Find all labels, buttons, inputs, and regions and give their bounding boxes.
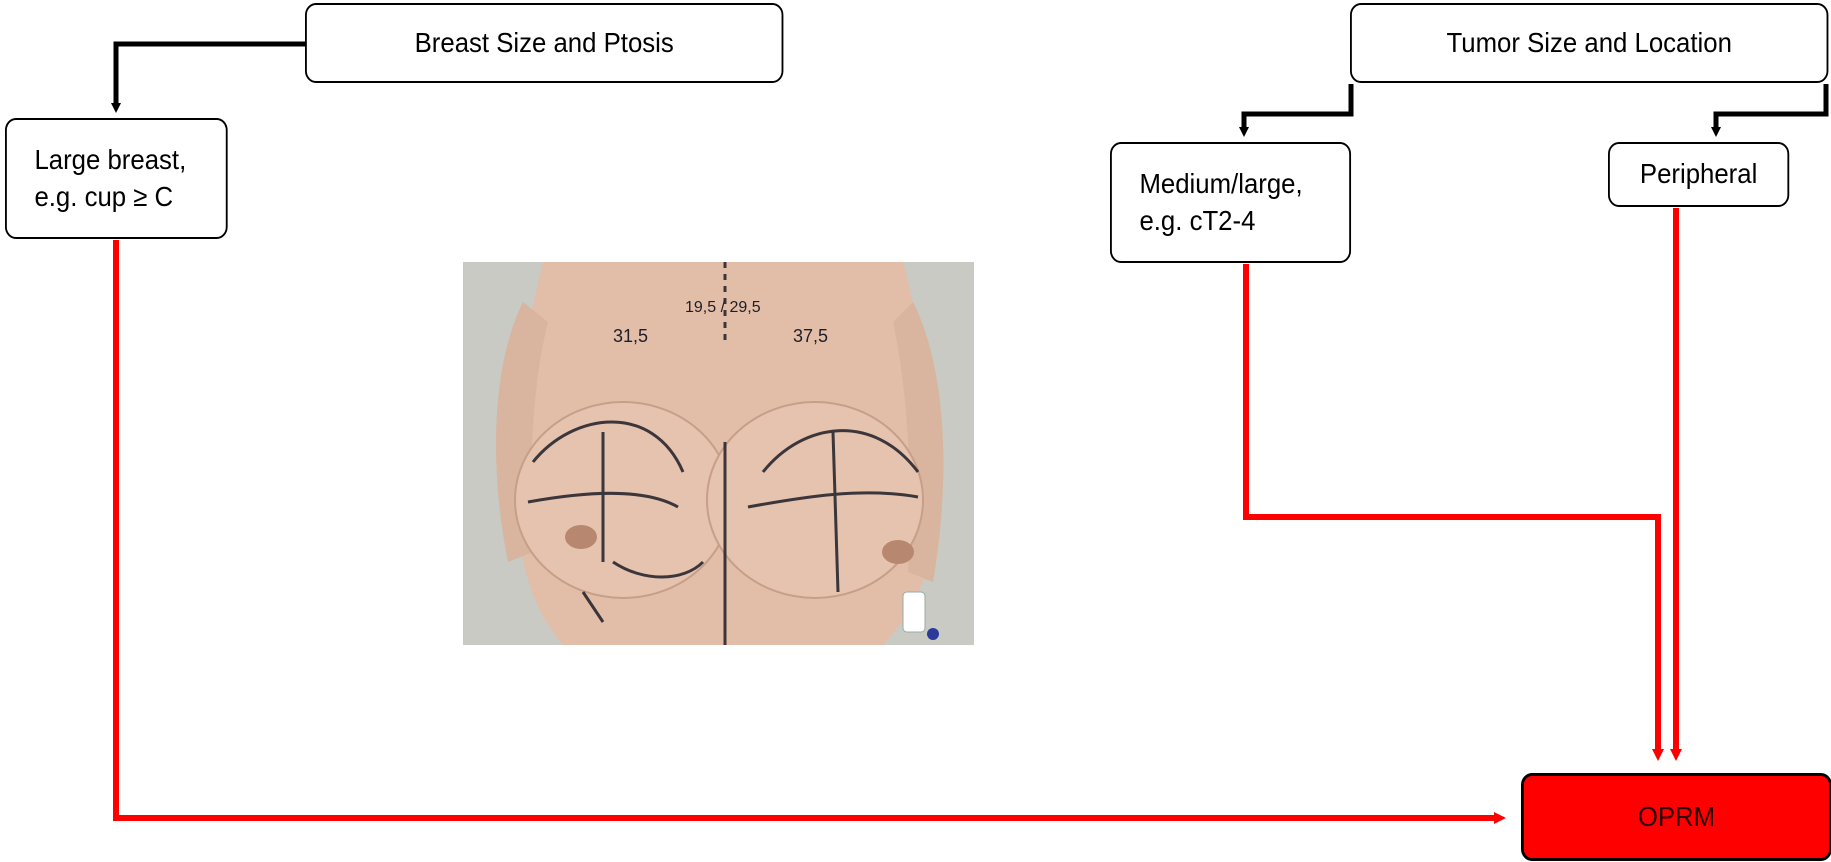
- medium-large-box: Medium/large, e.g. cT2-4: [1110, 142, 1351, 263]
- oprm-label: OPRM: [1638, 799, 1715, 835]
- left-measure-text: 31,5: [613, 326, 648, 346]
- connector-tumor-size-to-peripheral: [1716, 84, 1826, 132]
- large-breast-box: Large breast, e.g. cup ≥ C: [5, 118, 228, 239]
- peripheral-label: Peripheral: [1640, 156, 1757, 192]
- clinical-photo-image: 31,5 19,5 / 29,5 37,5: [463, 262, 974, 645]
- tumor-size-location-box: Tumor Size and Location: [1350, 3, 1828, 83]
- tumor-size-location-label: Tumor Size and Location: [1446, 25, 1731, 61]
- connector-tumor-size-to-medium-large: [1244, 84, 1351, 132]
- medium-large-label: Medium/large, e.g. cT2-4: [1139, 166, 1302, 239]
- peripheral-box: Peripheral: [1608, 142, 1789, 207]
- clinical-photo: 31,5 19,5 / 29,5 37,5: [463, 262, 974, 645]
- connector-breast-size-to-large-breast: [116, 44, 305, 108]
- oprm-box: OPRM: [1521, 773, 1831, 861]
- large-breast-label: Large breast, e.g. cup ≥ C: [34, 142, 186, 215]
- breast-size-ptosis-box: Breast Size and Ptosis: [305, 3, 783, 83]
- right-measure-text: 37,5: [793, 326, 828, 346]
- center-measure-text: 19,5 / 29,5: [685, 299, 761, 316]
- breast-size-ptosis-label: Breast Size and Ptosis: [415, 25, 674, 61]
- connector-medium-large-to-oprm: [1246, 264, 1658, 755]
